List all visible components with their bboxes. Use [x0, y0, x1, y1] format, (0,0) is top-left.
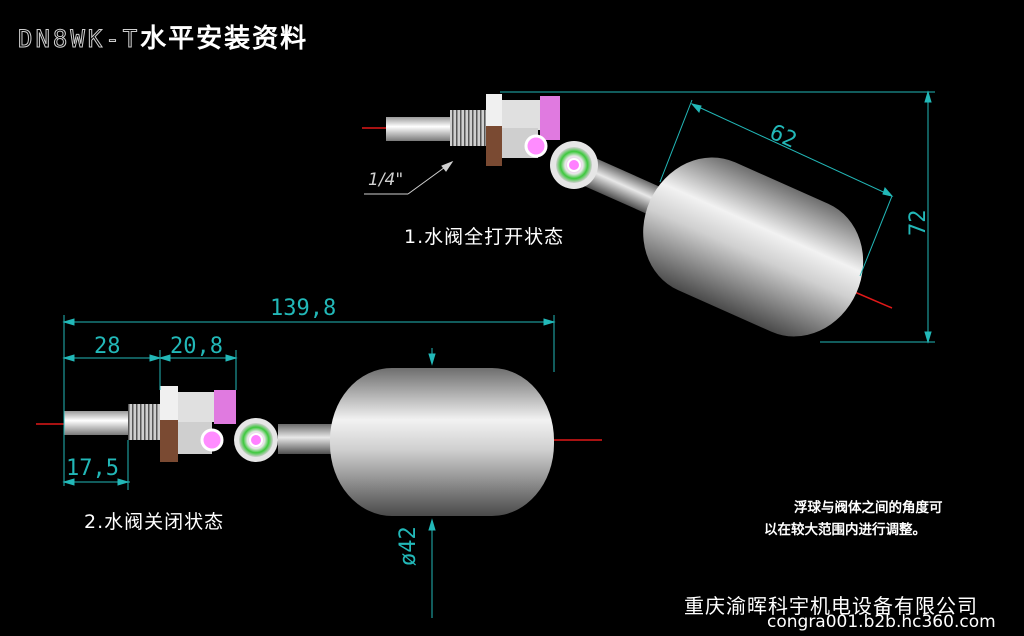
- top-valve-cap: [502, 100, 542, 130]
- adjustment-note: 浮球与阀体之间的角度可 以在较大范围内进行调整。: [764, 497, 943, 541]
- top-axis-right: [849, 289, 893, 309]
- top-inlet-rod: [386, 117, 450, 141]
- top-float-arm: [582, 157, 864, 337]
- top-pivot-bolt: [524, 134, 548, 158]
- dim-diameter: ø42: [396, 526, 421, 566]
- company-name: 重庆渝晖科宇机电设备有限公司: [684, 594, 978, 618]
- caption-open-state: 1.水阀全打开状态: [404, 226, 565, 248]
- top-valve-body-lower: [486, 126, 502, 166]
- pivot-bolt: [200, 428, 224, 452]
- float-ball: [330, 368, 554, 516]
- valve-seal: [214, 390, 236, 424]
- dimension-lines-bottom: [62, 315, 556, 618]
- thread-size-label: 1/4": [368, 170, 404, 190]
- valve-body-lower: [160, 420, 178, 462]
- caption-closed-state: 2.水阀关闭状态: [84, 511, 225, 533]
- inlet-rod: [64, 411, 130, 435]
- top-thread-section: [450, 110, 486, 146]
- valve-cap: [178, 392, 218, 422]
- dim-17-5: 17,5: [66, 456, 119, 481]
- float-neck: [278, 424, 332, 454]
- dim-20-8: 20,8: [170, 334, 223, 359]
- hinge-center: [249, 433, 263, 447]
- model-code: DN8WK-T: [17, 25, 141, 54]
- dim-total-length: 139,8: [270, 296, 337, 321]
- top-hinge-center: [567, 158, 581, 172]
- title-text: 水平安装资料: [140, 24, 309, 54]
- watermark-url: congra001.b2b.hc360.com: [767, 612, 996, 632]
- note-line-1: 浮球与阀体之间的角度可: [794, 500, 943, 516]
- top-float-ball: [643, 157, 864, 337]
- valve-body-upper: [160, 386, 178, 420]
- dim-72: 72: [906, 209, 931, 237]
- float-valve-closed: [36, 368, 602, 516]
- thread-section: [128, 404, 160, 440]
- dimension-lines-top: [500, 90, 935, 344]
- top-valve-body-upper: [486, 94, 502, 126]
- dim-28: 28: [94, 334, 121, 359]
- top-valve-seal: [540, 96, 560, 140]
- note-line-2: 以在较大范围内进行调整。: [764, 522, 926, 538]
- float-valve-open: [362, 94, 893, 337]
- page-title: DN8WK-T水平安装资料: [17, 18, 309, 55]
- thread-leader: [364, 160, 454, 195]
